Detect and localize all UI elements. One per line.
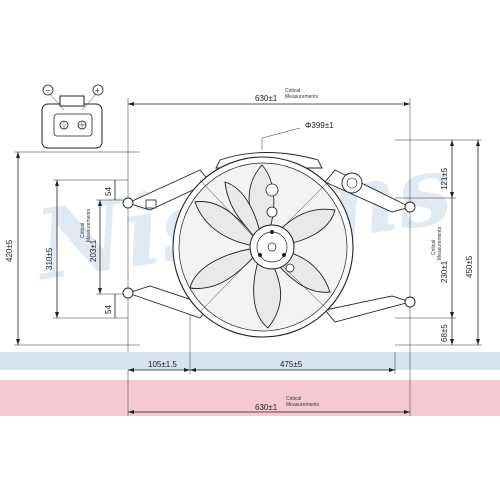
fan-diameter-value: Φ399±1 [305,121,334,130]
bottom-mid-dimension: 105±1.5 475±5 [128,300,396,374]
fan-diameter-dimension: Φ399±1 [261,121,334,150]
bottom-width-dimension: 630±1 Critical Measurements [127,352,411,416]
plus-label: + [95,86,100,95]
inner-left-height-dimension: 310±5 [45,179,128,319]
left-height-value: 420±5 [5,239,14,262]
right-mid-note-1: Critical [431,240,437,255]
right-total-dimension: 450±5 [395,139,482,346]
inner-left-height-value: 310±5 [45,247,54,270]
mount-hole-bottom-right-icon [404,296,416,308]
plus-terminal-icon [92,84,104,96]
pink-band [0,380,500,416]
right-mid-note-2: Measurements [437,226,443,260]
upper-offset-value: 54 [104,187,113,196]
right-top-value: 121±5 [440,167,449,190]
top-width-note-2: Measurements [285,94,319,100]
fan-rotor [189,164,336,329]
mount-hole-top-right-icon [404,201,416,213]
top-width-dimension: 630±1 Critical Measurements [127,88,411,352]
left-height-dimension: 420±5 [5,151,140,346]
mount-spacing-note-1: Critical [80,223,86,238]
top-width-note-1: Critical [285,88,300,94]
mount-hole-top-left-icon [122,197,134,209]
mount-hole-bottom-left-icon [122,287,134,299]
bottom-mid-value: 475±5 [280,360,303,369]
electrical-connector: − + [41,84,104,149]
bottom-width-value: 630±1 [255,403,278,412]
lower-offset-dimension: 54 [104,294,116,318]
minus-terminal-icon [42,84,54,96]
minus-label: − [46,86,51,95]
upper-offset-dimension: 54 [104,180,116,200]
top-width-value: 630±1 [255,94,278,103]
bottom-width-note-2: Measurements [286,402,320,408]
bottom-left-value: 105±1.5 [148,360,177,369]
right-total-value: 450±5 [465,255,474,278]
mount-spacing-dimension: 203±1 Critical Measurements [80,199,128,295]
bottom-width-note-1: Critical [286,396,301,402]
right-mid-value: 230±1 [440,260,449,283]
blue-band [0,352,500,370]
right-low-value: 68±5 [440,324,449,342]
right-segment-dimensions: 121±5 230±1 68±5 Critical Measurements [395,140,456,345]
mount-spacing-value: 203±1 [89,239,98,262]
resistor-cap-icon [341,172,363,194]
mount-spacing-note-2: Measurements [86,208,92,242]
lower-offset-value: 54 [104,305,113,314]
